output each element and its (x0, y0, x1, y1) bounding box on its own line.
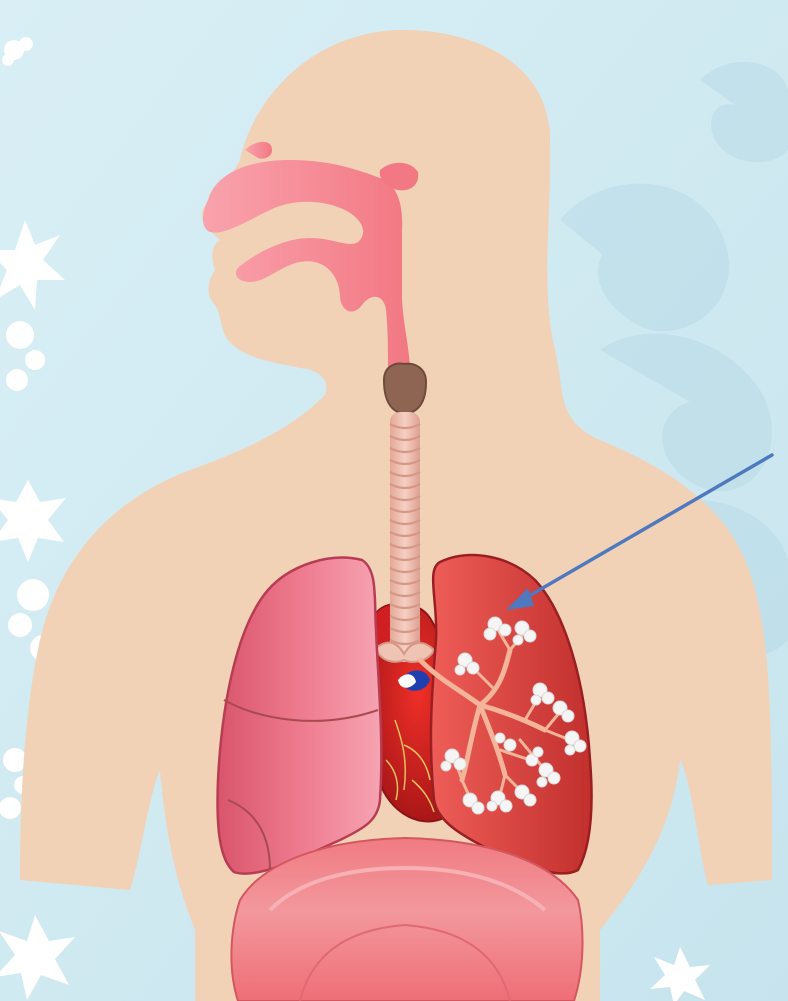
diaphragm (231, 838, 582, 1001)
larynx (384, 364, 426, 414)
